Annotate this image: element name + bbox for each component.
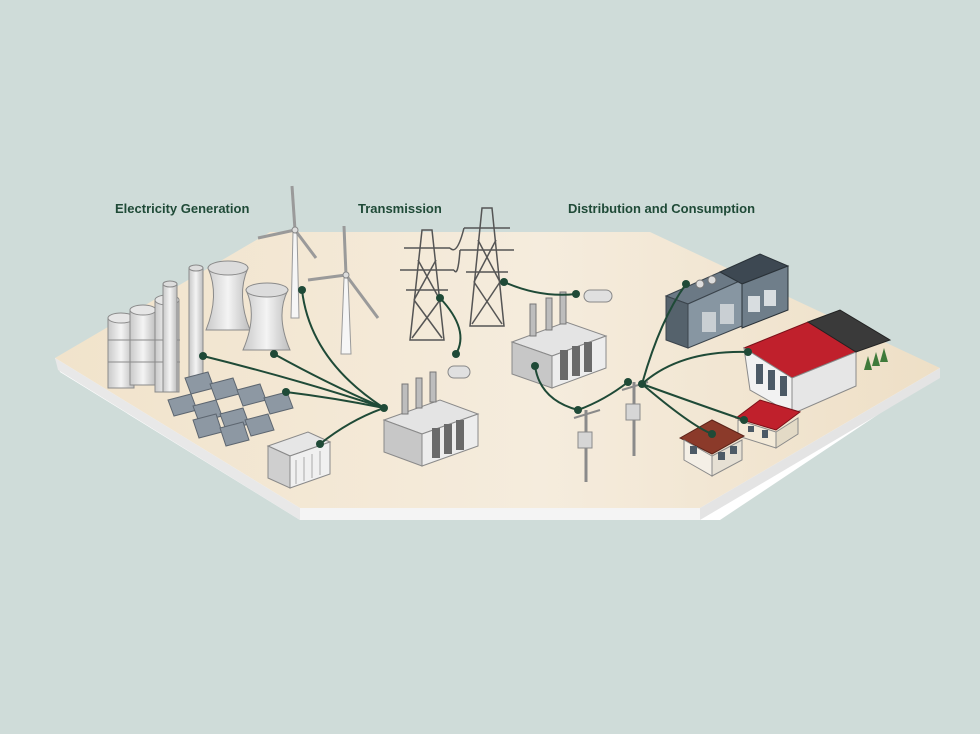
transmission-towers [400,207,514,341]
solar-panels [167,371,294,447]
connection-nodes [199,278,752,448]
transmission-tower [460,207,514,327]
connection-wires [202,281,749,445]
power-plant [107,260,291,393]
inverter-cabinet [266,431,332,489]
step-down-transformer [510,289,613,389]
utility-poles [573,381,649,482]
factory-building [664,253,790,349]
cooling-towers [205,260,291,351]
tree-row [864,348,888,370]
section-label-generation: Electricity Generation [115,201,250,216]
house-red-roof [734,399,802,449]
wind-turbines [257,185,380,355]
commercial-building [742,309,892,415]
wind-turbine [257,185,318,319]
step-up-transformer [382,365,480,467]
smokestacks [162,264,204,393]
wind-turbine [307,225,380,355]
section-label-transmission: Transmission [358,201,442,216]
transmission-tower [400,229,454,341]
section-label-distribution: Distribution and Consumption [568,201,756,216]
